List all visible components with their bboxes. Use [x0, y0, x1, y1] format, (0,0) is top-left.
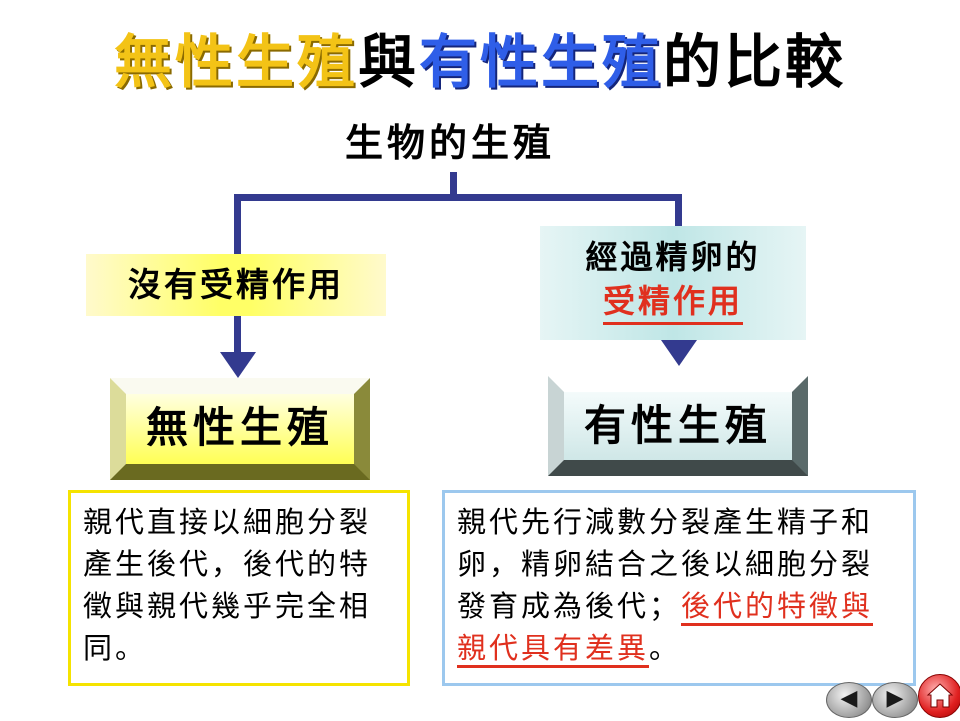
home-button[interactable]	[918, 674, 960, 718]
condition-no-fertilization: 沒有受精作用	[86, 254, 386, 316]
sexual-description-highlight: 後代的特徵與親代具有差異	[457, 589, 874, 668]
asexual-box: 無性生殖	[110, 378, 370, 480]
sexual-box-label: 有性生殖	[583, 401, 772, 450]
sexual-box: 有性生殖	[548, 376, 808, 476]
prev-arrow-icon: ◀	[840, 686, 858, 711]
arrow-right	[661, 340, 697, 366]
sexual-description: 親代先行減數分裂產生精子和卵，精卵結合之後以細胞分裂發育成為後代；後代的特徵與親…	[442, 490, 916, 686]
connector-horizontal	[234, 194, 682, 201]
asexual-description: 親代直接以細胞分裂產生後代，後代的特徵與親代幾乎完全相同。	[68, 490, 410, 686]
title-suffix: 的比較	[663, 28, 847, 96]
title-sexual: 有性生殖	[419, 28, 664, 96]
condition-fertilization-line2: 受精作用	[602, 280, 743, 325]
home-icon	[926, 683, 954, 708]
title-connector: 與	[357, 28, 419, 96]
asexual-box-label: 無性生殖	[145, 403, 334, 452]
page-title: 無性生殖與有性生殖的比較	[0, 22, 960, 102]
root-label: 生物的生殖	[344, 121, 555, 165]
condition-fertilization-line1: 經過精卵的	[585, 238, 761, 276]
sexual-description-end: 。	[649, 631, 682, 665]
next-button[interactable]: ▶	[872, 682, 918, 718]
connector-stem	[450, 172, 457, 198]
prev-button[interactable]: ◀	[826, 682, 872, 718]
next-arrow-icon: ▶	[886, 686, 904, 711]
condition-fertilization: 經過精卵的 受精作用	[540, 226, 806, 340]
sexual-description-main: 親代先行減數分裂產生精子和卵，精卵結合之後以細胞分裂發育成為後代；	[457, 505, 874, 623]
arrow-left	[220, 352, 256, 378]
title-asexual: 無性生殖	[113, 28, 358, 96]
